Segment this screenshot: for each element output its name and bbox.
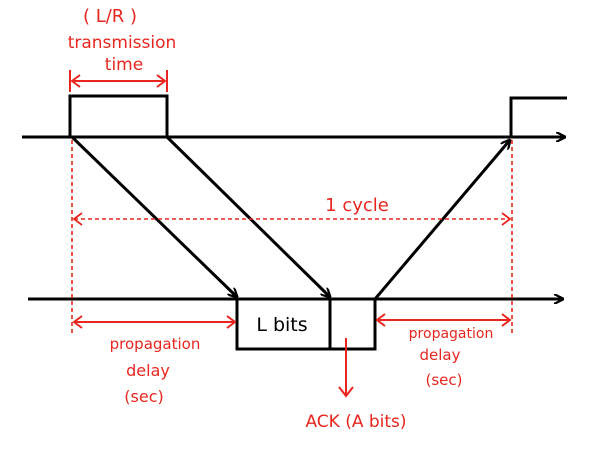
- transmission-formula-label: ( L/R ): [83, 6, 137, 27]
- ack-return-arrow: [373, 140, 510, 300]
- ack-label: ACK (A bits): [305, 412, 406, 432]
- prop-right-label-2: delay: [420, 346, 461, 364]
- prop-right-label-1: propagation: [409, 326, 494, 342]
- sender-pulse: [68, 94, 169, 137]
- next-cycle-pulse: [509, 96, 567, 137]
- prop-right-arrowhead-left: [375, 313, 386, 327]
- prop-left-label-3: (sec): [124, 387, 163, 406]
- prop-right-arrowhead-right: [501, 313, 512, 327]
- cycle-label: 1 cycle: [325, 195, 389, 216]
- data-front-arrow: [70, 135, 237, 297]
- prop-left-label-2: delay: [126, 361, 170, 380]
- tx-arrowhead-left: [70, 74, 81, 88]
- packet-label: L bits: [256, 314, 307, 336]
- cycle-arrowhead-left: [72, 212, 83, 226]
- data-tail-arrow: [165, 135, 330, 297]
- ack-box: [330, 299, 377, 351]
- tx-arrowhead-right: [156, 74, 167, 88]
- prop-right-label-3: (sec): [426, 371, 463, 389]
- ack-down-arrowhead: [338, 386, 354, 398]
- cycle-arrowhead-right: [501, 212, 512, 226]
- prop-left-label-1: propagation: [110, 335, 201, 353]
- prop-left-arrowhead-right: [226, 315, 237, 329]
- prop-left-arrowhead-left: [72, 315, 83, 329]
- transmission-label: transmission: [68, 33, 177, 53]
- received-packet-box: [235, 299, 332, 351]
- time-label: time: [105, 55, 143, 75]
